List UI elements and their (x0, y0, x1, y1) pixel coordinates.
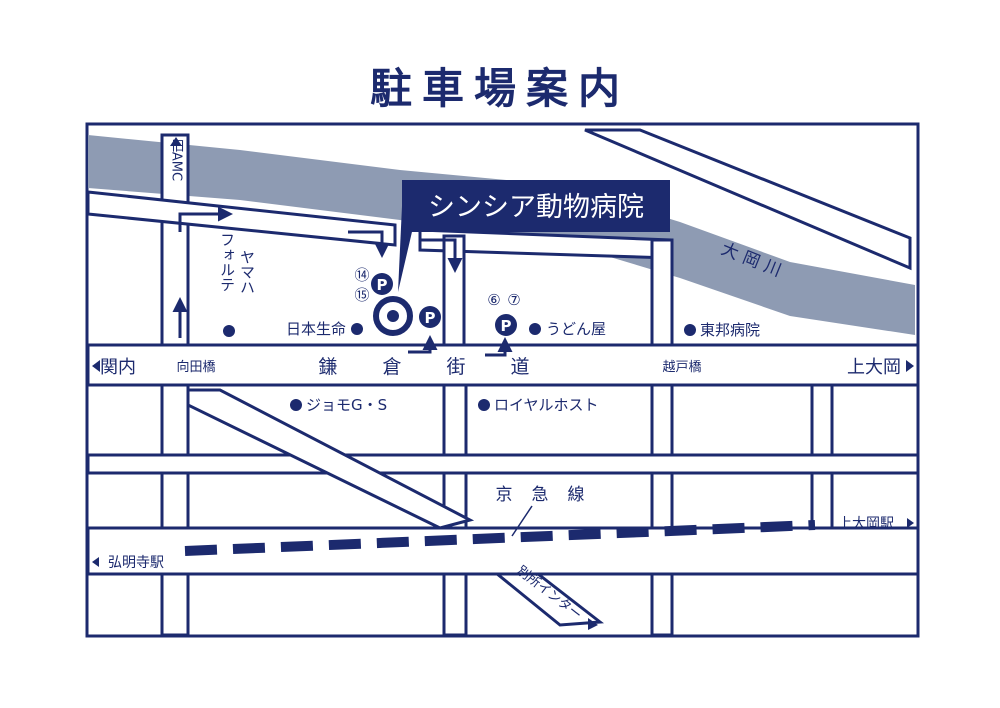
clinic-name: シンシア動物病院 (428, 192, 644, 223)
road-lower-diagonal (186, 388, 475, 530)
arrow-to-lot-a (348, 230, 390, 258)
lot-b-number-7: ⑦ (507, 291, 520, 309)
west-arrow-icon (92, 360, 100, 372)
landmark-dot-nissay (351, 323, 363, 335)
river (88, 135, 915, 335)
road-lower-horizontal (86, 453, 920, 475)
arrow-down-side (420, 238, 463, 273)
station-gumyoji: 弘明寺駅 (108, 555, 164, 571)
road-upper-diagonal (584, 128, 912, 271)
north-arrow-icon (170, 137, 182, 146)
lot-a-number-14: ⑭ (354, 266, 369, 284)
svg-text:P: P (425, 309, 436, 327)
parking-icon-lot-a: P (371, 273, 393, 295)
svg-text:P: P (377, 276, 388, 294)
road-upper (86, 190, 397, 247)
landmark-toho: 東邦病院 (700, 321, 760, 339)
arrow-to-clinic-lot (408, 335, 438, 354)
landmark-yamaha-line2: フォルテ (218, 232, 236, 292)
railway-track (184, 520, 816, 556)
road-main-char-1: 鎌 (318, 356, 337, 378)
landmark-dot-yamaha (223, 325, 235, 337)
clinic-marker-center (387, 310, 399, 322)
lot-a-number-15: ⑮ (354, 286, 369, 304)
arrow-to-lot-b (485, 337, 513, 357)
parking-icon-lot-b: P (495, 314, 517, 336)
arrow-turn-east (178, 206, 233, 232)
landmark-dot-udon (529, 323, 541, 335)
road-lower-2 (650, 383, 674, 637)
railway-leader-line (511, 505, 533, 537)
station-east-arrow-icon (907, 518, 914, 528)
railway-char-1: 京 (496, 485, 513, 505)
station-west-arrow-icon (92, 557, 99, 567)
road-kamakura-kaido (86, 343, 920, 387)
road-side-2 (650, 238, 674, 348)
landmark-dot-royal (478, 399, 490, 411)
road-main-char-4: 道 (510, 356, 529, 378)
direction-kannai: 関内 (100, 357, 136, 378)
railway-char-2: 急 (532, 485, 549, 505)
station-kamiooka: 上大岡駅 (838, 516, 894, 532)
lot-b-number-6: ⑥ (487, 291, 500, 309)
direction-kamiooka: 上大岡 (847, 357, 901, 378)
bessho-arrow-icon (588, 618, 598, 630)
parking-icon-clinic: P (419, 306, 441, 328)
landmark-royal: ロイヤルホスト (494, 396, 599, 414)
page-title: 駐車場案内 (370, 64, 630, 113)
clinic-label-box (402, 180, 670, 232)
railway-strip (86, 526, 920, 576)
bridge-mukaida: 向田橋 (176, 359, 215, 375)
landmark-udon: うどん屋 (546, 320, 606, 338)
bridge-koshido: 越戸橋 (662, 360, 701, 375)
map-content: シンシア動物病院 P P P ⑭ ⑮ ⑥ ⑦ ヤマハ フォルテ 日本生命 (86, 128, 920, 637)
road-main-char-3: 街 (446, 356, 465, 378)
landmark-jomo: ジョモG・S (306, 396, 387, 414)
landmark-dot-toho (684, 324, 696, 336)
railway-char-3: 線 (568, 485, 585, 505)
landmark-nissay: 日本生命 (286, 320, 346, 338)
landmark-yamaha-line1: ヤマハ (238, 250, 256, 295)
road-main-char-2: 倉 (382, 356, 401, 378)
east-arrow-icon (906, 360, 914, 372)
svg-text:P: P (501, 317, 512, 335)
landmark-dot-jomo (290, 399, 302, 411)
road-old-amc-label: 旧AMC (169, 139, 184, 181)
